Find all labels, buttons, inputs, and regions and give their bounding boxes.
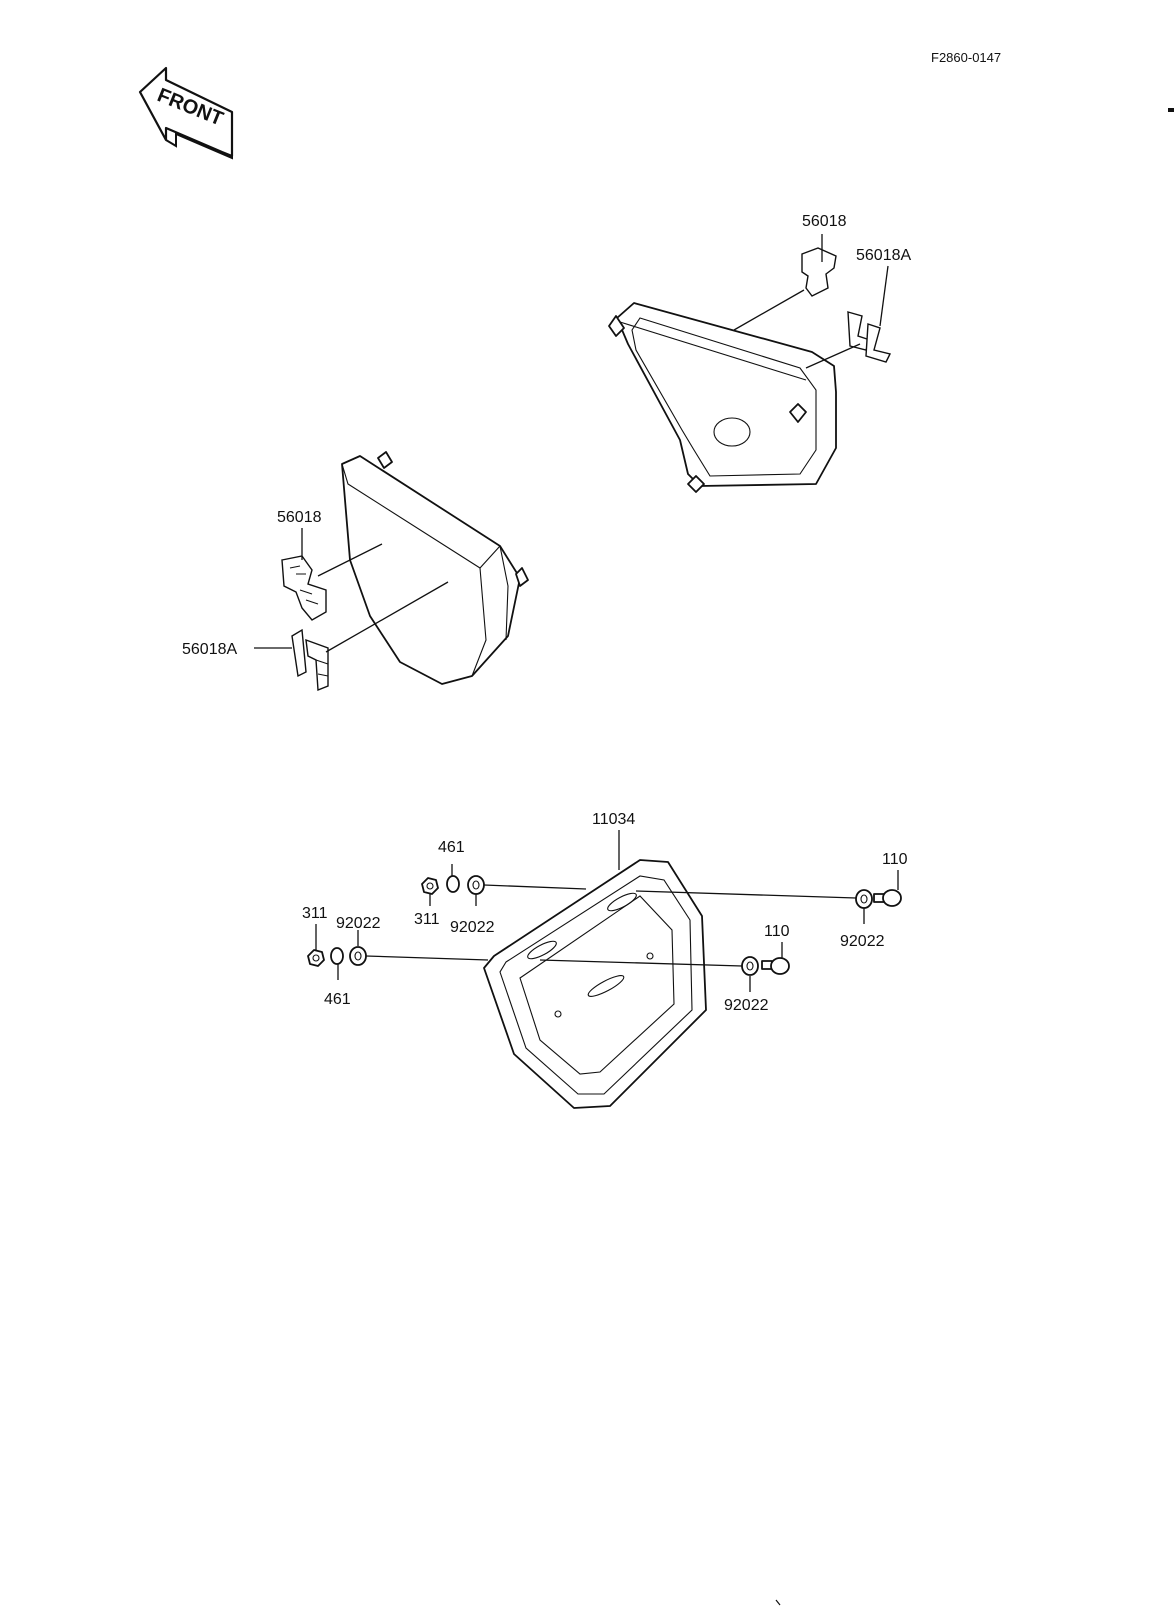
left-letters	[291, 628, 329, 692]
label-lh-emblem: 56018	[277, 509, 322, 526]
washer-right-92022	[855, 889, 873, 909]
label-washer-top-b: 92022	[450, 919, 495, 936]
right-emblem	[801, 247, 837, 297]
label-rh-emblem: 56018	[802, 213, 847, 230]
scan-mark	[775, 1599, 781, 1606]
label-washer-top-a: 461	[438, 839, 465, 856]
bolt-right-110	[873, 889, 902, 907]
front-arrow-icon: FRONT	[138, 66, 234, 160]
label-rh-letters: 56018A	[856, 247, 911, 264]
bolt-mid-110	[761, 957, 790, 975]
label-lh-letters: 56018A	[182, 641, 237, 658]
washer-mid-92022	[741, 956, 759, 976]
label-washer-mid: 92022	[724, 997, 769, 1014]
left-emblem	[281, 555, 327, 621]
label-washer-right: 92022	[840, 933, 885, 950]
washer-left-92022	[349, 946, 367, 966]
right-letters	[847, 311, 892, 363]
label-plate: 11034	[592, 811, 635, 828]
label-bolt-mid: 110	[764, 923, 790, 940]
label-washer-left-a: 92022	[336, 915, 381, 932]
figure-code: F2860-0147	[931, 50, 1001, 65]
label-washer-left-b: 461	[324, 991, 351, 1008]
washer-left-461	[330, 947, 344, 965]
label-bolt-right: 110	[882, 851, 908, 868]
nut-left	[307, 949, 325, 967]
label-nut-left: 311	[302, 905, 328, 922]
washer-top-92022	[467, 875, 485, 895]
plate	[483, 859, 707, 1109]
right-side-cover	[608, 302, 837, 493]
nut-top	[421, 877, 439, 895]
label-nut-top: 311	[414, 911, 440, 928]
left-side-cover	[341, 451, 529, 685]
washer-top-461	[446, 875, 460, 893]
margin-mark	[1168, 108, 1174, 112]
